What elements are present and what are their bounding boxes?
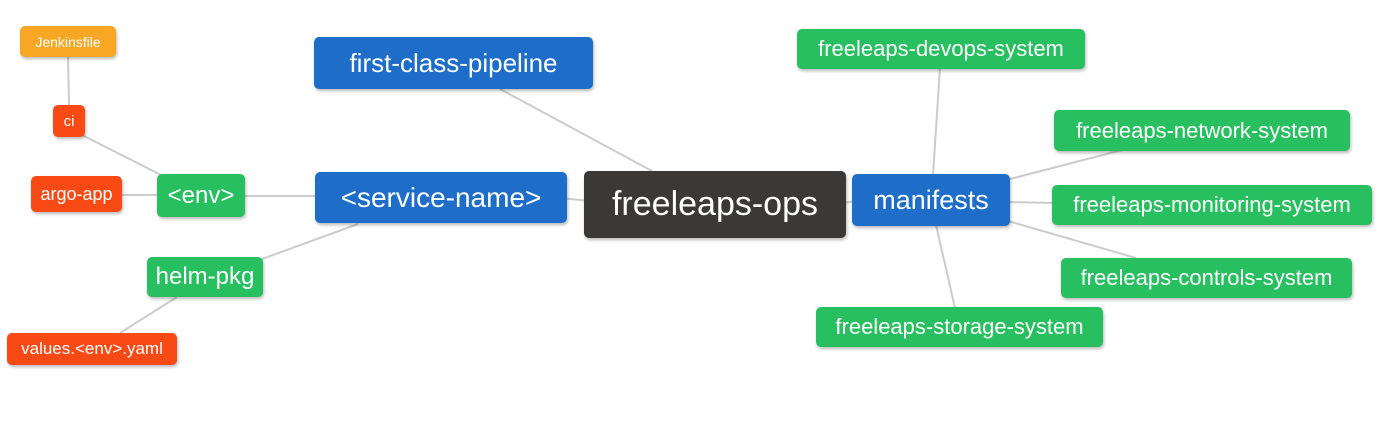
node-first-class-pipeline[interactable]: first-class-pipeline [314,37,593,89]
node-argo-app[interactable]: argo-app [31,176,122,212]
node-freeleaps-controls-system[interactable]: freeleaps-controls-system [1061,258,1352,298]
node-freeleaps-monitoring-system[interactable]: freeleaps-monitoring-system [1052,185,1372,225]
edge-ci-env [79,133,164,177]
edge-first-class-pipeline-ops [499,88,653,172]
edge-jenkinsfile-ci [67,56,70,106]
node-ci[interactable]: ci [53,105,85,137]
edge-values-helm-pkg [119,296,178,334]
edge-manifests-devops [932,67,941,176]
node-env[interactable]: <env> [157,174,245,217]
edge-helm-pkg-service-name [261,223,359,260]
edge-manifests-network [1009,149,1123,180]
node-freeleaps-storage-system[interactable]: freeleaps-storage-system [816,307,1103,347]
edge-manifests-monitoring [1007,201,1055,204]
node-helm-pkg[interactable]: helm-pkg [147,257,263,297]
node-manifests[interactable]: manifests [852,174,1010,226]
edge-manifests-controls [1007,220,1137,259]
node-freeleaps-ops-root[interactable]: freeleaps-ops [584,171,846,238]
node-freeleaps-devops-system[interactable]: freeleaps-devops-system [797,29,1085,69]
node-jenkinsfile[interactable]: Jenkinsfile [20,26,116,57]
edge-manifests-storage [935,224,956,309]
node-service-name[interactable]: <service-name> [315,172,567,223]
node-values-env-yaml[interactable]: values.<env>.yaml [7,333,177,365]
node-freeleaps-network-system[interactable]: freeleaps-network-system [1054,110,1350,151]
